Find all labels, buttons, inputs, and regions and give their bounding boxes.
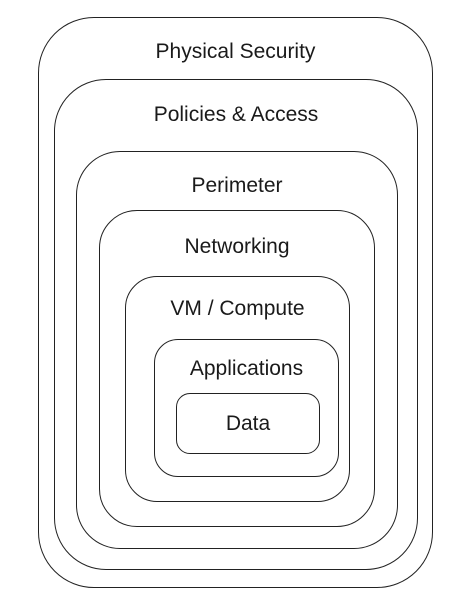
layer-label-data: Data — [225, 412, 271, 435]
layer-label-policies-access: Policies & Access — [153, 103, 319, 126]
layer-label-physical-security: Physical Security — [155, 40, 316, 63]
layer-label-perimeter: Perimeter — [191, 174, 283, 197]
layer-data: Data — [176, 393, 320, 454]
layer-label-networking: Networking — [184, 235, 290, 258]
layer-label-applications: Applications — [189, 357, 304, 380]
layer-label-vm-compute: VM / Compute — [170, 297, 305, 320]
